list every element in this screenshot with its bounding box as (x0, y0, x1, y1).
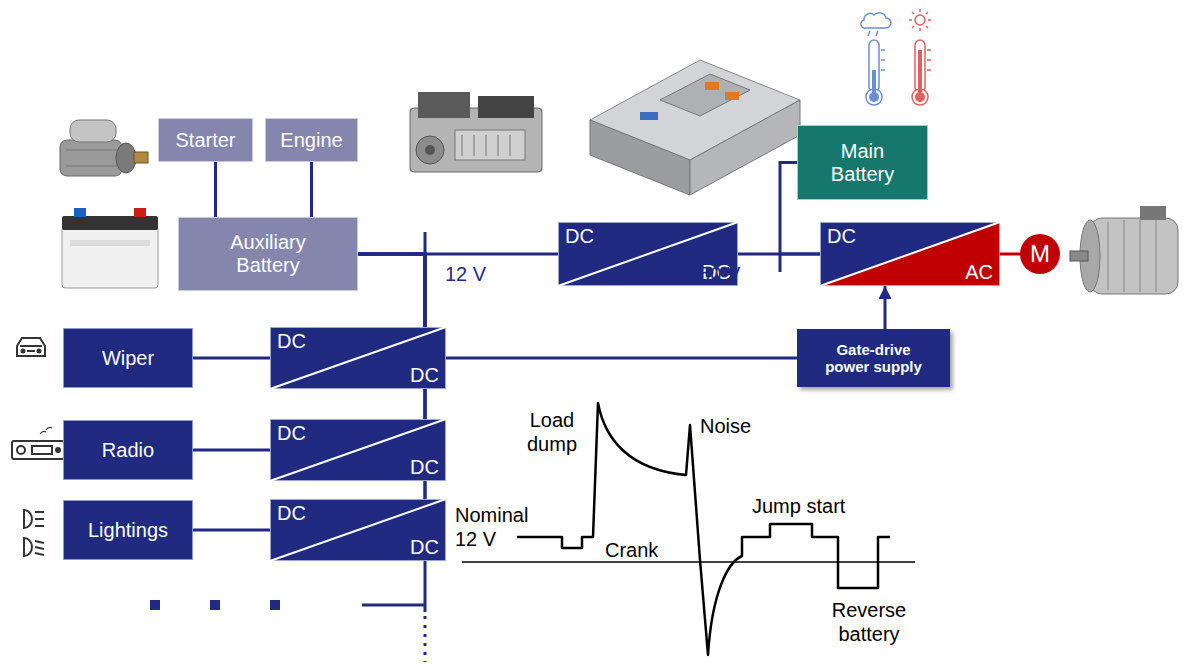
node-label: Engine (280, 129, 342, 152)
converter-fill (820, 222, 1000, 286)
converter-box: DC DC (270, 327, 446, 389)
voltage-waveform (462, 403, 915, 655)
node-label: Radio (102, 439, 154, 462)
inverter-box: DC AC (820, 222, 1000, 286)
converter-port-label: DC (277, 536, 439, 558)
converter-fill (270, 327, 446, 389)
converter-port-label: DC (565, 225, 731, 247)
converter-border (271, 328, 446, 389)
voltage-label: 450 V (688, 262, 768, 286)
ellipsis-marks (150, 600, 280, 610)
waveform-label: Jump start (752, 494, 882, 518)
radio-icon (12, 427, 64, 459)
node-label: Main Battery (818, 140, 908, 186)
light-icons (24, 510, 44, 556)
motor-picture (1070, 206, 1178, 294)
converter-port-label: DC (277, 422, 439, 444)
waveform-label: Load dump (513, 408, 591, 456)
node-label: M (1030, 240, 1050, 268)
wire (214, 162, 217, 217)
wire (270, 254, 425, 530)
node-label: Lightings (88, 519, 168, 542)
converter-port-label: DC (277, 502, 439, 524)
waveform-label: Noise (700, 414, 780, 438)
converter-fill (270, 419, 446, 481)
converter-fill (270, 419, 446, 481)
node-label: Auxiliary Battery (208, 231, 328, 277)
motor-symbol (1020, 234, 1060, 274)
voltage-label: 12 V (445, 262, 525, 286)
wire (1000, 253, 1020, 256)
waveform-label: Nominal 12 V (455, 503, 545, 551)
car-icon (17, 338, 45, 356)
motor-circle: M (1020, 234, 1060, 274)
battery-box: Main Battery (797, 125, 928, 200)
converter-fill (270, 499, 446, 561)
converter-port-label: DC (827, 225, 993, 247)
converter-diagonal (270, 327, 446, 389)
converter-port-label: DC (277, 330, 439, 352)
converter-port-label: AC (827, 261, 993, 283)
wire (193, 529, 270, 532)
converter-port-label: DC (277, 364, 439, 386)
component-box: Engine (265, 118, 358, 162)
component-box: Starter (158, 118, 253, 162)
node-label: Starter (175, 129, 235, 152)
wire (310, 162, 313, 217)
starter-picture (60, 120, 148, 176)
load-box: Lightings (63, 500, 193, 560)
converter-box: DC DC (270, 499, 446, 561)
battery-box: Auxiliary Battery (178, 217, 358, 291)
battery-pack-picture (590, 60, 800, 195)
load-box: Radio (63, 420, 193, 480)
wire (193, 357, 270, 360)
converter-fill (820, 222, 1000, 286)
converter-diagonal (270, 499, 446, 561)
converter-fill (270, 499, 446, 561)
thermometer-icons (861, 9, 931, 105)
converter-border (271, 420, 446, 481)
converter-border (821, 223, 1000, 286)
converter-box: DC DC (270, 419, 446, 481)
converter-diagonal (820, 222, 1000, 286)
converter-port-label: DC (277, 456, 439, 478)
converter-diagonal (270, 419, 446, 481)
waveform-label: Crank (605, 538, 675, 562)
wire (193, 449, 270, 452)
load-box: Wiper (63, 328, 193, 388)
battery-picture (62, 208, 158, 288)
converter-fill (270, 327, 446, 389)
wire (884, 286, 887, 329)
converter-border (271, 500, 446, 561)
node-label: Wiper (102, 347, 154, 370)
node-label: Gate-drive power supply (814, 341, 934, 376)
supply-box: Gate-drive power supply (797, 329, 950, 387)
waveform-label: Reverse battery (823, 598, 915, 646)
engine-picture (410, 92, 542, 172)
